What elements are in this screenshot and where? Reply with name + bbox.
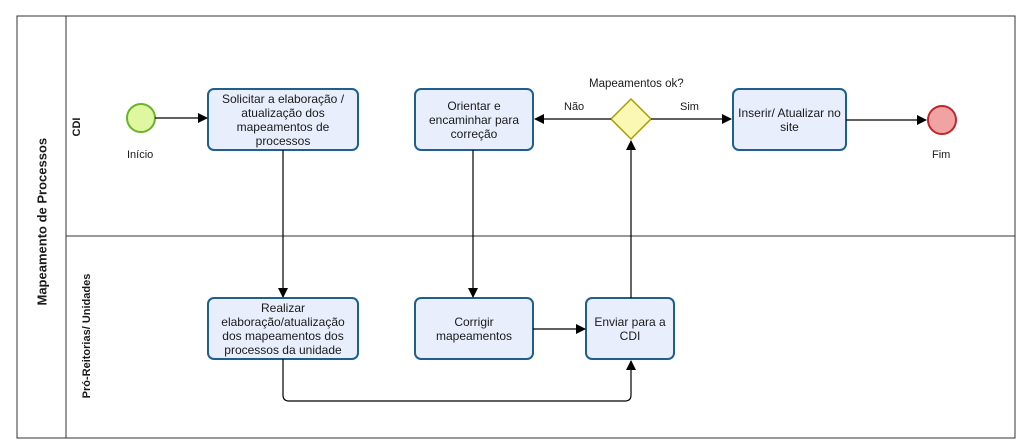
lane-label-cdi: CDI xyxy=(71,117,83,137)
flow-realizar-to-enviar xyxy=(282,359,636,402)
task-solicitar-label: Solicitar a elaboração / atualização dos… xyxy=(221,91,345,148)
exclusive-gateway[interactable] xyxy=(609,97,653,141)
task-orientar-label: Orientar e encaminhar para correção xyxy=(428,98,520,141)
end-event-label: Fim xyxy=(932,149,951,161)
start-event-label: Início xyxy=(127,149,154,161)
gateway-no-label: Não xyxy=(564,101,585,113)
start-event[interactable] xyxy=(126,103,156,133)
lane-label-pro-reitorias: Pró-Reitorias/ Unidades xyxy=(81,273,93,399)
task-realizar-label: Realizar elaboração/atualização dos mape… xyxy=(221,300,345,357)
task-enviar[interactable] xyxy=(585,297,675,360)
task-enviar-label: Enviar para a CDI xyxy=(594,314,666,343)
gateway-question-label: Mapeamentos ok? xyxy=(589,78,684,90)
task-inserir-label: Inserir/ Atualizar no site xyxy=(738,105,841,134)
end-event[interactable] xyxy=(927,105,957,135)
pool-border xyxy=(16,15,1016,439)
task-corrigir-label: Corrigir mapeamentos xyxy=(435,314,513,343)
gateway-yes-label: Sim xyxy=(680,101,699,113)
task-orientar[interactable] xyxy=(414,88,534,151)
pool-title: Mapeamento de Processos xyxy=(34,137,50,306)
